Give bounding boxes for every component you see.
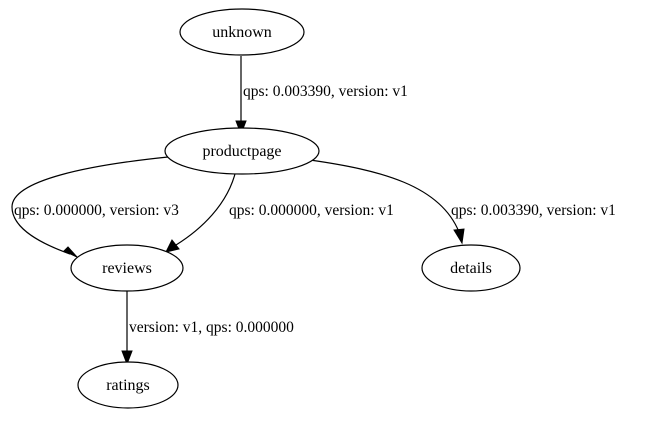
edge-line bbox=[309, 159, 460, 233]
node-ellipse bbox=[77, 361, 179, 409]
edge-reviews-ratings: version: v1, qps: 0.000000 bbox=[121, 291, 294, 366]
edge-productpage-details: qps: 0.003390, version: v1 bbox=[309, 159, 616, 245]
edge-label-reviews-ratings: version: v1, qps: 0.000000 bbox=[129, 319, 294, 336]
edge-line bbox=[11, 156, 169, 255]
node-label-ratings: ratings bbox=[106, 377, 150, 394]
node-reviews[interactable]: reviews bbox=[70, 244, 184, 292]
node-ellipse bbox=[70, 244, 184, 292]
arrowhead-icon bbox=[121, 350, 133, 366]
node-ellipse bbox=[164, 127, 320, 175]
arrowhead-icon bbox=[165, 239, 180, 253]
node-ratings[interactable]: ratings bbox=[77, 361, 179, 409]
edge-label-unknown-productpage: qps: 0.003390, version: v1 bbox=[243, 83, 408, 100]
node-productpage[interactable]: productpage bbox=[164, 127, 320, 175]
node-label-reviews: reviews bbox=[102, 260, 152, 277]
edge-line bbox=[175, 169, 237, 246]
edge-productpage-reviews-v1: qps: 0.000000, version: v1 bbox=[165, 169, 394, 253]
arrowhead-icon bbox=[453, 228, 465, 245]
edge-label-productpage-reviews-v1: qps: 0.000000, version: v1 bbox=[229, 202, 394, 219]
edge-label-productpage-details: qps: 0.003390, version: v1 bbox=[451, 202, 616, 219]
edge-label-productpage-reviews-v3: qps: 0.000000, version: v3 bbox=[14, 202, 179, 219]
node-ellipse bbox=[421, 244, 521, 292]
node-label-details: details bbox=[450, 260, 492, 277]
arrowhead-icon bbox=[63, 246, 78, 258]
node-unknown[interactable]: unknown bbox=[179, 8, 305, 56]
node-label-productpage: productpage bbox=[202, 143, 281, 160]
edge-productpage-reviews-v3: qps: 0.000000, version: v3 bbox=[11, 156, 179, 258]
node-label-unknown: unknown bbox=[212, 24, 272, 41]
node-ellipse bbox=[179, 8, 305, 56]
node-details[interactable]: details bbox=[421, 244, 521, 292]
edge-unknown-productpage: qps: 0.003390, version: v1 bbox=[235, 56, 408, 136]
